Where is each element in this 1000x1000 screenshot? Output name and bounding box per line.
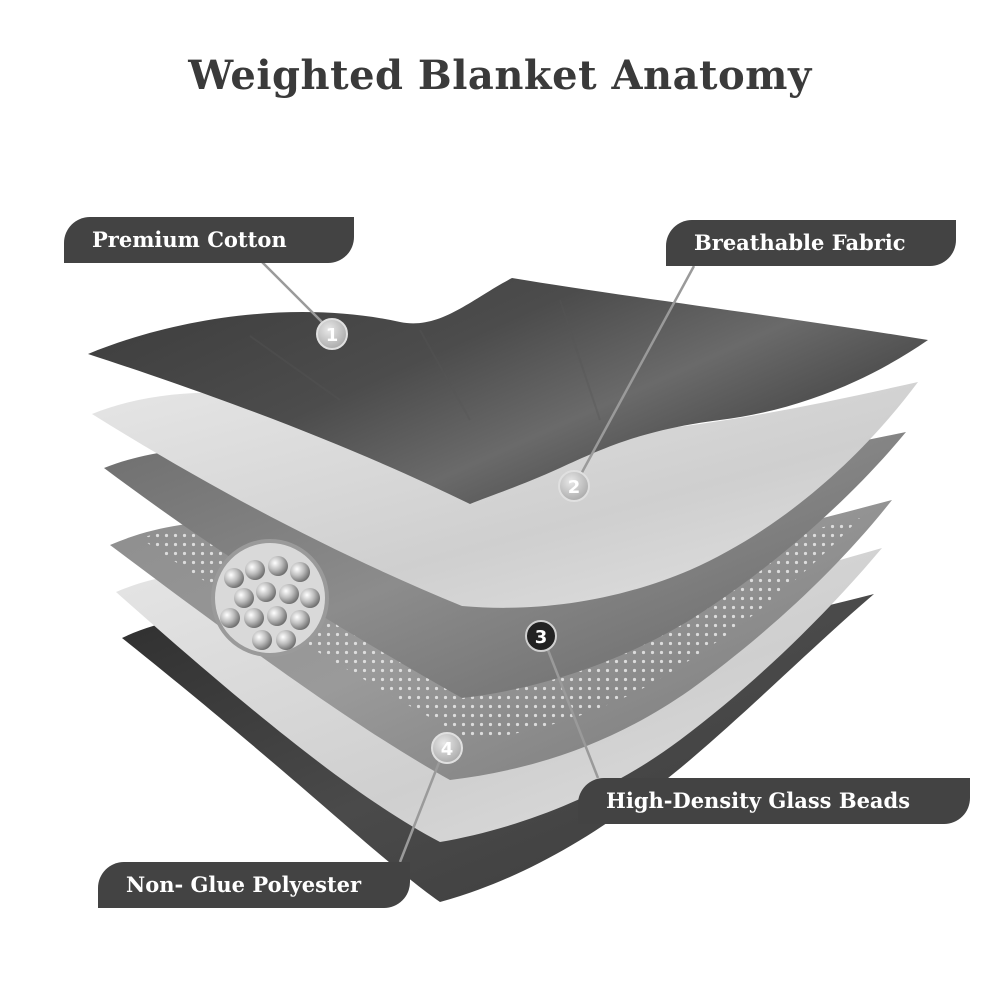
layer-premium-cotton (88, 278, 928, 504)
bead (290, 610, 310, 630)
bead (290, 562, 310, 582)
label-breathable-fabric: Breathable Fabric (666, 220, 956, 266)
bead (244, 608, 264, 628)
marker-3-number: 3 (535, 627, 548, 648)
bead (234, 588, 254, 608)
bead (267, 606, 287, 626)
bead (276, 630, 296, 650)
diagram-title: Weighted Blanket Anatomy (188, 52, 812, 99)
marker-4-number: 4 (441, 739, 454, 760)
marker-1-number: 1 (326, 325, 339, 346)
bead (220, 608, 240, 628)
leader-line-2 (578, 265, 696, 477)
bead (224, 568, 244, 588)
marker-1: 1 (316, 318, 348, 350)
leader-line-1 (261, 261, 327, 327)
label-premium-cotton: Premium Cotton (64, 217, 354, 263)
marker-3: 3 (525, 620, 557, 652)
bead (300, 588, 320, 608)
marker-2: 2 (558, 470, 590, 502)
bead (279, 584, 299, 604)
leader-line-3 (546, 649, 600, 779)
label-non-glue-polyester: Non- Glue Polyester (98, 862, 410, 908)
bead (256, 582, 276, 602)
bead (268, 556, 288, 576)
leader-line-4 (398, 759, 442, 863)
marker-4: 4 (431, 732, 463, 764)
bead (252, 630, 272, 650)
layer-breathable-fabric (92, 382, 918, 608)
label-high-density-glass-beads: High-Density Glass Beads (578, 778, 970, 824)
marker-2-number: 2 (568, 477, 581, 498)
bead (245, 560, 265, 580)
glass-beads-magnifier (213, 541, 327, 655)
